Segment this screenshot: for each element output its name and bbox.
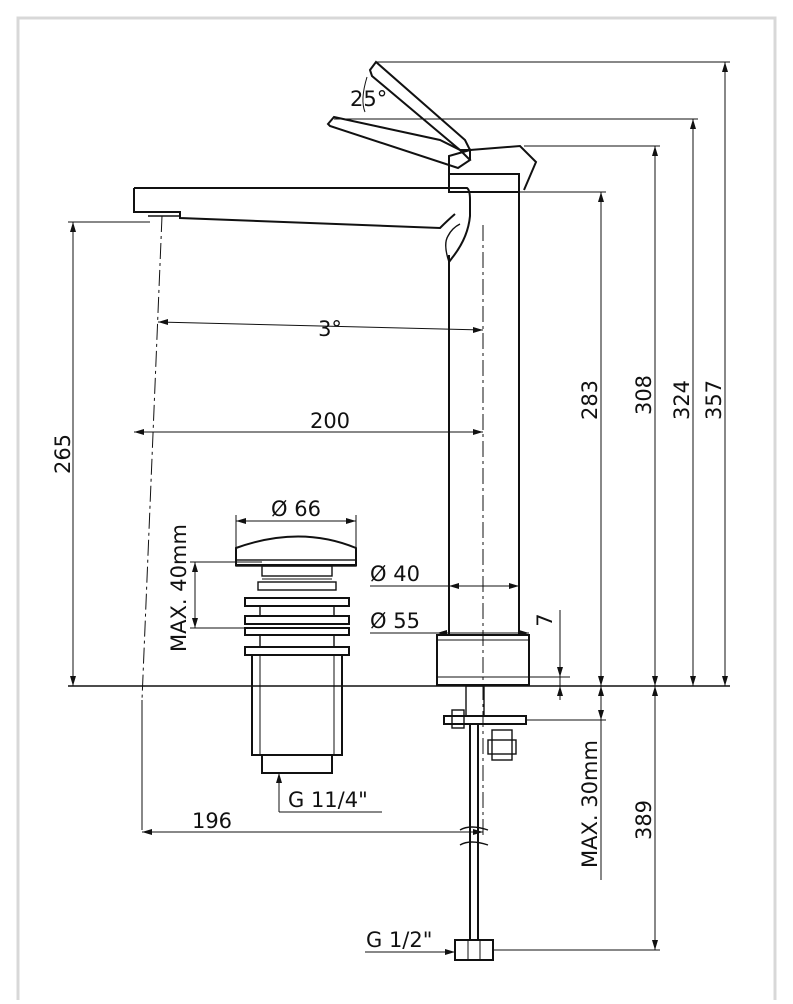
- dim-200-label: 200: [310, 409, 350, 433]
- dim-d40-label: Ø 40: [370, 562, 420, 586]
- supply-thread-label: G 1/2": [366, 928, 432, 952]
- pop-up-waste: [235, 535, 357, 774]
- dim-7-label: 7: [533, 613, 557, 626]
- dim-324-label: 324: [670, 380, 694, 420]
- dim-196-label: 196: [192, 809, 232, 833]
- dim-265: 265: [51, 221, 150, 686]
- dim-d66-label: Ø 66: [271, 497, 321, 521]
- dim-d40: Ø 40: [370, 562, 519, 589]
- dim-196: 196: [142, 809, 483, 835]
- dim-d55-label: Ø 55: [370, 609, 420, 633]
- faucet-lever: [326, 60, 538, 193]
- dim-3deg-label: 3°: [318, 317, 342, 341]
- waste-thread-label: G 11/4": [288, 788, 368, 812]
- dim-d66: Ø 66: [235, 497, 357, 548]
- dim-283-label: 283: [578, 380, 602, 420]
- supply-thread-callout: G 1/2": [365, 928, 455, 955]
- dim-265-label: 265: [51, 434, 75, 474]
- waste-thread-callout: G 11/4": [276, 773, 382, 813]
- dim-357-label: 357: [702, 380, 726, 420]
- dim-max40-label: MAX. 40mm: [167, 524, 191, 652]
- drawing-border: [16, 16, 777, 1004]
- dim-max30: MAX. 30mm: [526, 686, 606, 880]
- faucet-spout: [133, 187, 471, 263]
- dim-7: 7: [529, 610, 570, 700]
- dim-308: 308: [524, 145, 660, 686]
- dim-200: 200: [134, 409, 483, 435]
- dim-357: 357: [376, 61, 730, 686]
- dim-283: 283: [519, 191, 606, 686]
- supply-fixing: [443, 685, 527, 961]
- spout-axis-line: [141, 215, 163, 701]
- dim-max40: MAX. 40mm: [167, 524, 262, 652]
- dim-max30-label: MAX. 30mm: [578, 740, 602, 868]
- dim-324: 324: [334, 118, 698, 686]
- faucet-body: [436, 192, 530, 835]
- dim-d55: Ø 55: [370, 609, 529, 636]
- dim-308-label: 308: [632, 375, 656, 415]
- dim-25deg-label: 25°: [350, 87, 387, 111]
- dim-389-label: 389: [632, 800, 656, 840]
- dim-3deg: 3°: [157, 317, 484, 341]
- dim-389: 389: [493, 686, 660, 951]
